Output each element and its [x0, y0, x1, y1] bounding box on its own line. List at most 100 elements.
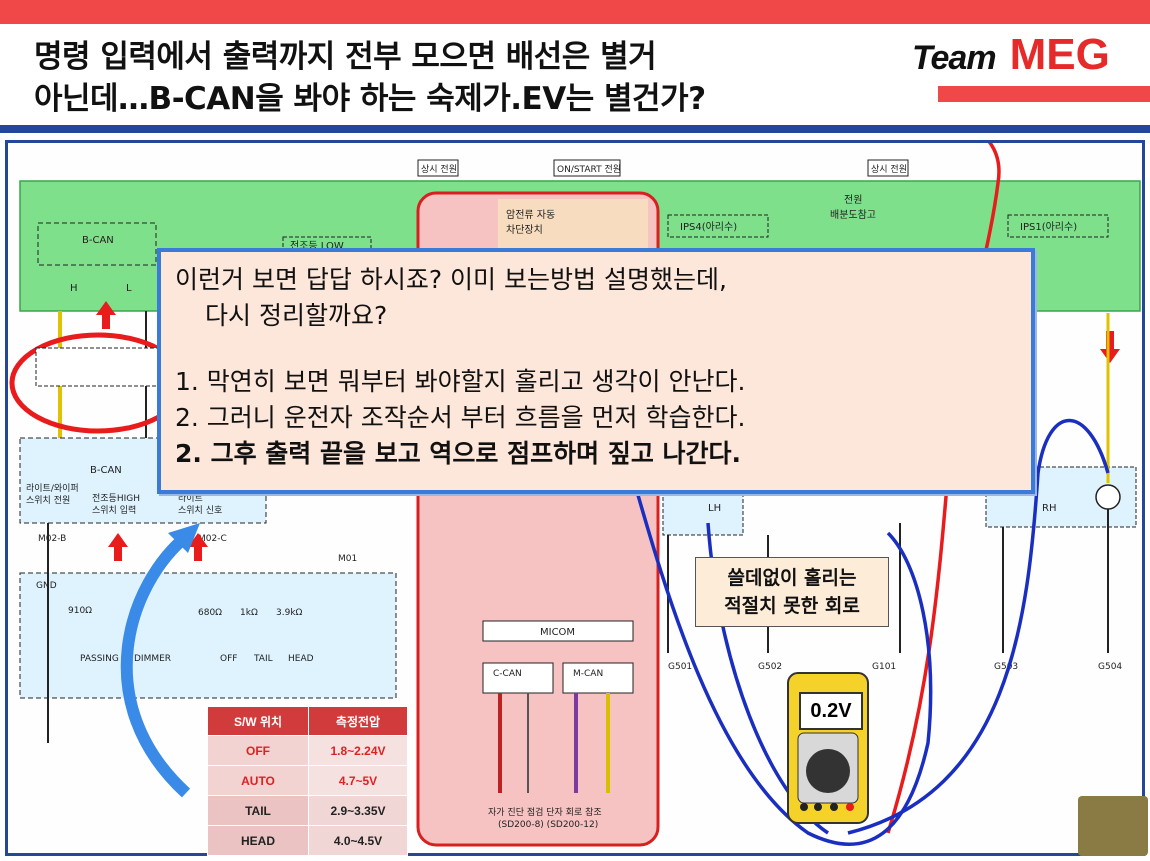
table-cell-pos: AUTO — [207, 765, 309, 796]
arc-fault-label-1: 암전류 자동 — [506, 209, 555, 221]
connector-code-3: M01 — [338, 554, 357, 564]
c-can-label: C-CAN — [493, 669, 522, 679]
rh-bulb-icon — [1095, 484, 1121, 510]
table-cell-volt: 4.0~4.5V — [308, 825, 408, 856]
header-divider — [0, 125, 1150, 133]
bcan-input-box — [37, 222, 157, 266]
table-cell-volt: 4.7~5V — [308, 765, 408, 796]
arc-fault-label-bg — [498, 199, 648, 251]
diag-connector-box — [35, 347, 162, 387]
ground-code-3: G101 — [872, 662, 896, 672]
blue-probe-wire-1 — [621, 442, 933, 846]
jack-4 — [846, 803, 854, 811]
jack-2 — [814, 803, 822, 811]
c-can-box — [482, 662, 554, 694]
light-switch-box — [19, 572, 397, 699]
gnd-label: GND — [36, 581, 57, 591]
table-row: OFF 1.8~2.24V — [207, 735, 408, 766]
popup-item-1: 1. 막연히 보면 뭐부터 봐야할지 홀리고 생각이 안난다. — [175, 367, 746, 396]
presenter-thumbnail — [1078, 796, 1148, 856]
lh-label: LH — [708, 503, 721, 514]
blue-arrow-head — [168, 523, 200, 553]
power-dist-label-1: 전원 — [844, 194, 862, 206]
left-signal-1b: 스위치 전원 — [26, 494, 70, 506]
logo-underline — [938, 86, 1150, 102]
table-row: HEAD 4.0~4.5V — [207, 825, 408, 856]
blue-probe-wire-2 — [847, 418, 1110, 835]
bottom-ref-2: (SD200-8) (SD200-12) — [498, 820, 598, 830]
resistor-680: 680Ω — [198, 608, 222, 618]
explanation-popup: 이런거 보면 답답 하시죠? 이미 보는방법 설명했는데, 다시 정리할까요? … — [157, 248, 1035, 494]
popup-item-3: 2. 그후 출력 끝을 보고 역으로 점프하며 짚고 나간다. — [175, 439, 742, 468]
left-signal-1: 라이트/와이퍼 — [26, 482, 79, 494]
switch-voltage-table: S/W 위치 측정전압 OFF 1.8~2.24V AUTO 4.7~5V TA… — [207, 706, 408, 856]
switch-tail: TAIL — [253, 654, 273, 664]
m-can-box — [562, 662, 634, 694]
slide-title: 명령 입력에서 출력까지 전부 모으면 배선은 별거 아닌데…B-CAN을 봐야… — [34, 39, 706, 117]
const-power-box-1 — [417, 159, 459, 177]
table-cell-pos: TAIL — [207, 795, 309, 826]
ground-code-4: G503 — [994, 662, 1018, 672]
const-power-label-2: 상시 전원 — [871, 164, 907, 175]
m-can-label: M-CAN — [573, 669, 603, 679]
power-dist-label-2: 배분도참고 — [830, 209, 876, 221]
rh-label: RH — [1042, 503, 1056, 514]
popup-line-1: 이런거 보면 답답 하시죠? 이미 보는방법 설명했는데, — [175, 265, 727, 294]
connector-code-1: M02-B — [38, 534, 66, 544]
on-start-power-label: ON/START 전원 — [557, 164, 621, 175]
popup-item-2: 2. 그러니 운전자 조작순서 부터 흐름을 먼저 학습한다. — [175, 403, 746, 432]
resistor-910: 910Ω — [68, 606, 92, 616]
const-power-box-2 — [867, 159, 909, 177]
popup-line-2: 다시 정리할까요? — [205, 301, 388, 330]
ips1-box — [1007, 214, 1109, 238]
resistor-1k: 1kΩ — [240, 608, 258, 618]
table-header-row: S/W 위치 측정전압 — [207, 706, 408, 736]
arrow-up-2 — [108, 533, 128, 561]
on-start-power-box — [553, 159, 621, 177]
improper-circuit-callout: 쓸데없이 홀리는 적절치 못한 회로 — [695, 557, 889, 627]
h-pin-label: H — [70, 283, 78, 294]
resistor-3k9: 3.9kΩ — [276, 608, 303, 618]
logo-team-text: Team — [912, 39, 997, 77]
table-row: AUTO 4.7~5V — [207, 765, 408, 796]
connector-code-2: M02-C — [198, 534, 227, 544]
left-signal-2: 전조등HIGH — [92, 493, 140, 504]
top-accent-bar — [0, 0, 1150, 24]
ground-code-5: G504 — [1098, 662, 1122, 672]
table-cell-pos: HEAD — [207, 825, 309, 856]
arc-fault-label-2: 차단장치 — [506, 224, 543, 236]
table-cell-pos: OFF — [207, 735, 309, 766]
callout-line-1: 쓸데없이 홀리는 — [727, 567, 857, 589]
arrow-up-h — [96, 301, 116, 329]
left-signal-3b: 스위치 신호 — [178, 504, 222, 516]
switch-dimmer: DIMMER — [134, 654, 171, 664]
table-cell-volt: 2.9~3.35V — [308, 795, 408, 826]
ips4-label: IPS4(아리수) — [680, 221, 737, 233]
micom-label: MICOM — [540, 627, 575, 638]
arrow-down-right — [1100, 331, 1120, 363]
switch-passing: PASSING — [80, 654, 119, 664]
table-header-pos: S/W 위치 — [207, 706, 309, 736]
jack-3 — [830, 803, 838, 811]
bcan-top-label: B-CAN — [82, 235, 114, 246]
l-pin-label: L — [126, 283, 132, 294]
ground-code-1: G501 — [668, 662, 692, 672]
bcan-module-label: B-CAN — [90, 465, 122, 476]
callout-line-2: 적절치 못한 회로 — [724, 595, 860, 617]
const-power-label-1: 상시 전원 — [421, 164, 457, 175]
jack-1 — [800, 803, 808, 811]
ground-code-2: G502 — [758, 662, 782, 672]
switch-off: OFF — [220, 654, 237, 664]
popup-gap — [175, 334, 1017, 364]
logo-meg-text: MEG — [1009, 30, 1110, 79]
ips1-label: IPS1(아리수) — [1020, 221, 1077, 233]
table-row: TAIL 2.9~3.35V — [207, 795, 408, 826]
left-signal-3: 라이트 — [178, 493, 203, 504]
bottom-ref-1: 자가 진단 점검 단자 회로 참조 — [488, 806, 602, 818]
table-cell-volt: 1.8~2.24V — [308, 735, 408, 766]
table-header-volt: 측정전압 — [308, 706, 408, 736]
multimeter-reading: 0.2V — [799, 692, 863, 730]
left-signal-2b: 스위치 입력 — [92, 504, 136, 516]
ips4-box — [667, 214, 769, 238]
blue-curved-arrow — [120, 530, 192, 798]
